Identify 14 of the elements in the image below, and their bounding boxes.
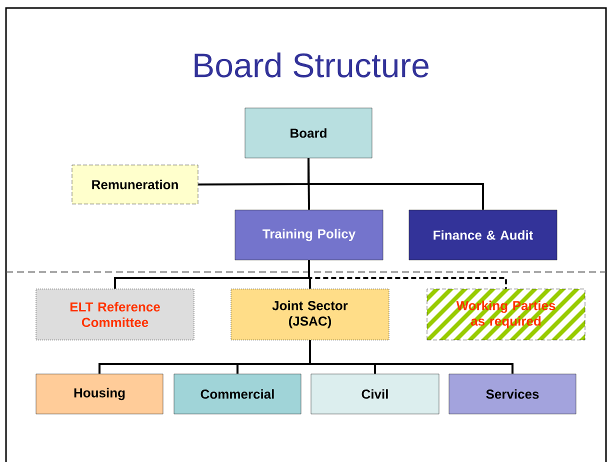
sector-box: Services — [448, 374, 576, 414]
sector-box: Housing — [36, 374, 164, 414]
committee-box: Training Policy — [234, 210, 384, 260]
committee-box: Joint Sector (JSAC) — [230, 288, 390, 340]
committee-box: Remuneration — [72, 164, 198, 204]
connector — [308, 158, 484, 210]
connector — [308, 260, 507, 289]
connector — [309, 340, 514, 374]
slide-title: Board Structure — [194, 52, 428, 78]
sector-box: Commercial — [174, 374, 302, 414]
board-box: Board — [244, 108, 372, 158]
sector-box: Civil — [310, 374, 440, 414]
committee-box: Finance & Audit — [408, 210, 558, 260]
committee-box: ELT Reference Committee — [36, 288, 194, 340]
